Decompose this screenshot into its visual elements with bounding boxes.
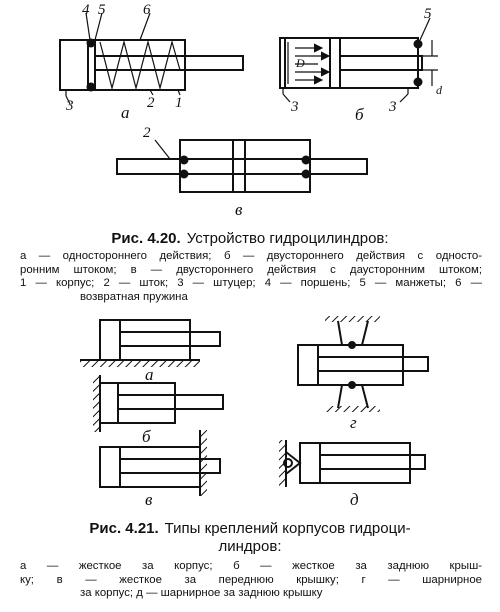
label-4: 4 (82, 2, 90, 18)
label-d: д (350, 490, 359, 509)
mount-rigid-front-cover (99, 430, 221, 496)
mount-rigid-rear-cover (93, 375, 224, 432)
label-b: б (142, 427, 151, 446)
label-a: а (145, 365, 154, 384)
label-a: а (121, 103, 130, 122)
label-v: в (145, 490, 153, 509)
label-g: г (350, 413, 357, 432)
legend-line: ронним штоком; в — двустороннего действи… (20, 263, 482, 276)
label-D: D (295, 56, 305, 70)
cylinder-single-acting (59, 12, 244, 105)
cylinder-double-acting-single-rod (279, 17, 438, 103)
figure-title-cont: линдров: (218, 538, 282, 555)
label-3: 3 (65, 98, 74, 114)
figure-4-21-caption-line2: линдров: (0, 538, 500, 556)
legend-line: возвратная пружина (80, 290, 188, 303)
figure-4-21-caption: Рис. 4.21. Типы креплений корпусов гидроц… (0, 520, 500, 538)
label-d: d (436, 83, 443, 97)
figure-number: Рис. 4.21. (89, 520, 159, 537)
cylinder-double-acting-double-rod (116, 139, 368, 193)
figure-4-20-legend: а — одностороннего действия; б — двустор… (20, 250, 482, 304)
figure-4-20-caption: Рис. 4.20. Устройство гидроцилиндров: (0, 230, 500, 248)
figure-4-21-legend: а — жесткое за корпус; б — жесткое за за… (20, 560, 482, 601)
label-2-v: 2 (143, 125, 151, 141)
seal-mark (86, 38, 96, 48)
figure-number: Рис. 4.20. (111, 230, 181, 247)
label-3-b-left: 3 (290, 99, 299, 115)
label-2: 2 (147, 95, 155, 111)
label-5-b: 5 (424, 6, 432, 22)
seal-mark (86, 82, 96, 92)
legend-line: ку; в — жесткое за переднюю крышку; г — … (20, 573, 482, 586)
label-b: б (355, 105, 364, 124)
legend-line: а — жесткое за корпус; б — жесткое за за… (20, 560, 482, 572)
label-v: в (235, 200, 243, 219)
mount-hinged-rear-cover (279, 440, 426, 487)
mount-hinged-body (297, 316, 429, 412)
label-3-b-right: 3 (388, 99, 397, 115)
figure-title: Типы креплений корпусов гидроци- (164, 520, 411, 537)
legend-line: а — одностороннего действия; б — двустор… (20, 250, 482, 262)
mount-rigid-body (80, 319, 221, 367)
label-1: 1 (175, 95, 183, 111)
label-5: 5 (98, 2, 106, 18)
legend-line: 1 — корпус; 2 — шток; 3 — штуцер; 4 — по… (20, 277, 482, 289)
legend-line: за корпус; д — шарнирное за заднюю крышк… (80, 587, 323, 599)
figure-title: Устройство гидроцилиндров: (186, 230, 389, 247)
label-6: 6 (143, 2, 151, 18)
